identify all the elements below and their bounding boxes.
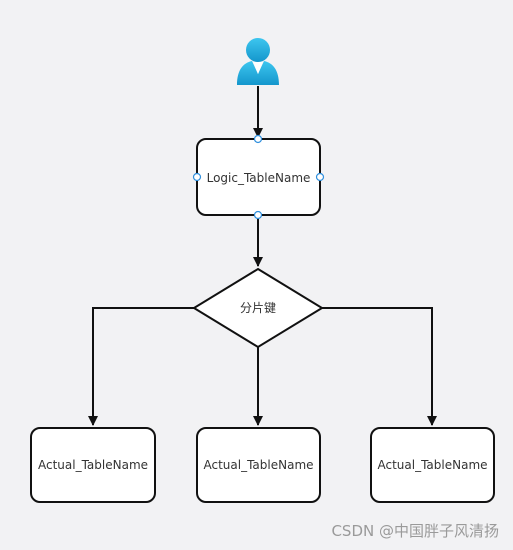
connection-handle-right[interactable] <box>315 172 325 182</box>
actual-table-node-2[interactable]: Actual_TableName <box>196 427 321 503</box>
actual-table-node-3[interactable]: Actual_TableName <box>370 427 495 503</box>
actual-table-label: Actual_TableName <box>377 458 487 472</box>
connection-handle-top[interactable] <box>253 134 263 144</box>
logic-table-label: Logic_TableName <box>207 171 311 185</box>
user-icon <box>237 38 279 85</box>
connector-decision-to-right <box>322 307 437 426</box>
connection-handle-left[interactable] <box>192 172 202 182</box>
watermark: CSDN @中国胖子风清扬 <box>331 522 499 540</box>
actual-table-label: Actual_TableName <box>38 458 148 472</box>
shard-key-decision-node[interactable]: 分片键 <box>192 267 324 349</box>
decision-label: 分片键 <box>240 301 276 315</box>
actual-table-label: Actual_TableName <box>203 458 313 472</box>
logic-table-node[interactable]: Logic_TableName <box>196 138 321 216</box>
connection-handle-bottom[interactable] <box>253 210 263 220</box>
connector-decision-to-left <box>88 307 194 426</box>
actual-table-node-1[interactable]: Actual_TableName <box>30 427 156 503</box>
